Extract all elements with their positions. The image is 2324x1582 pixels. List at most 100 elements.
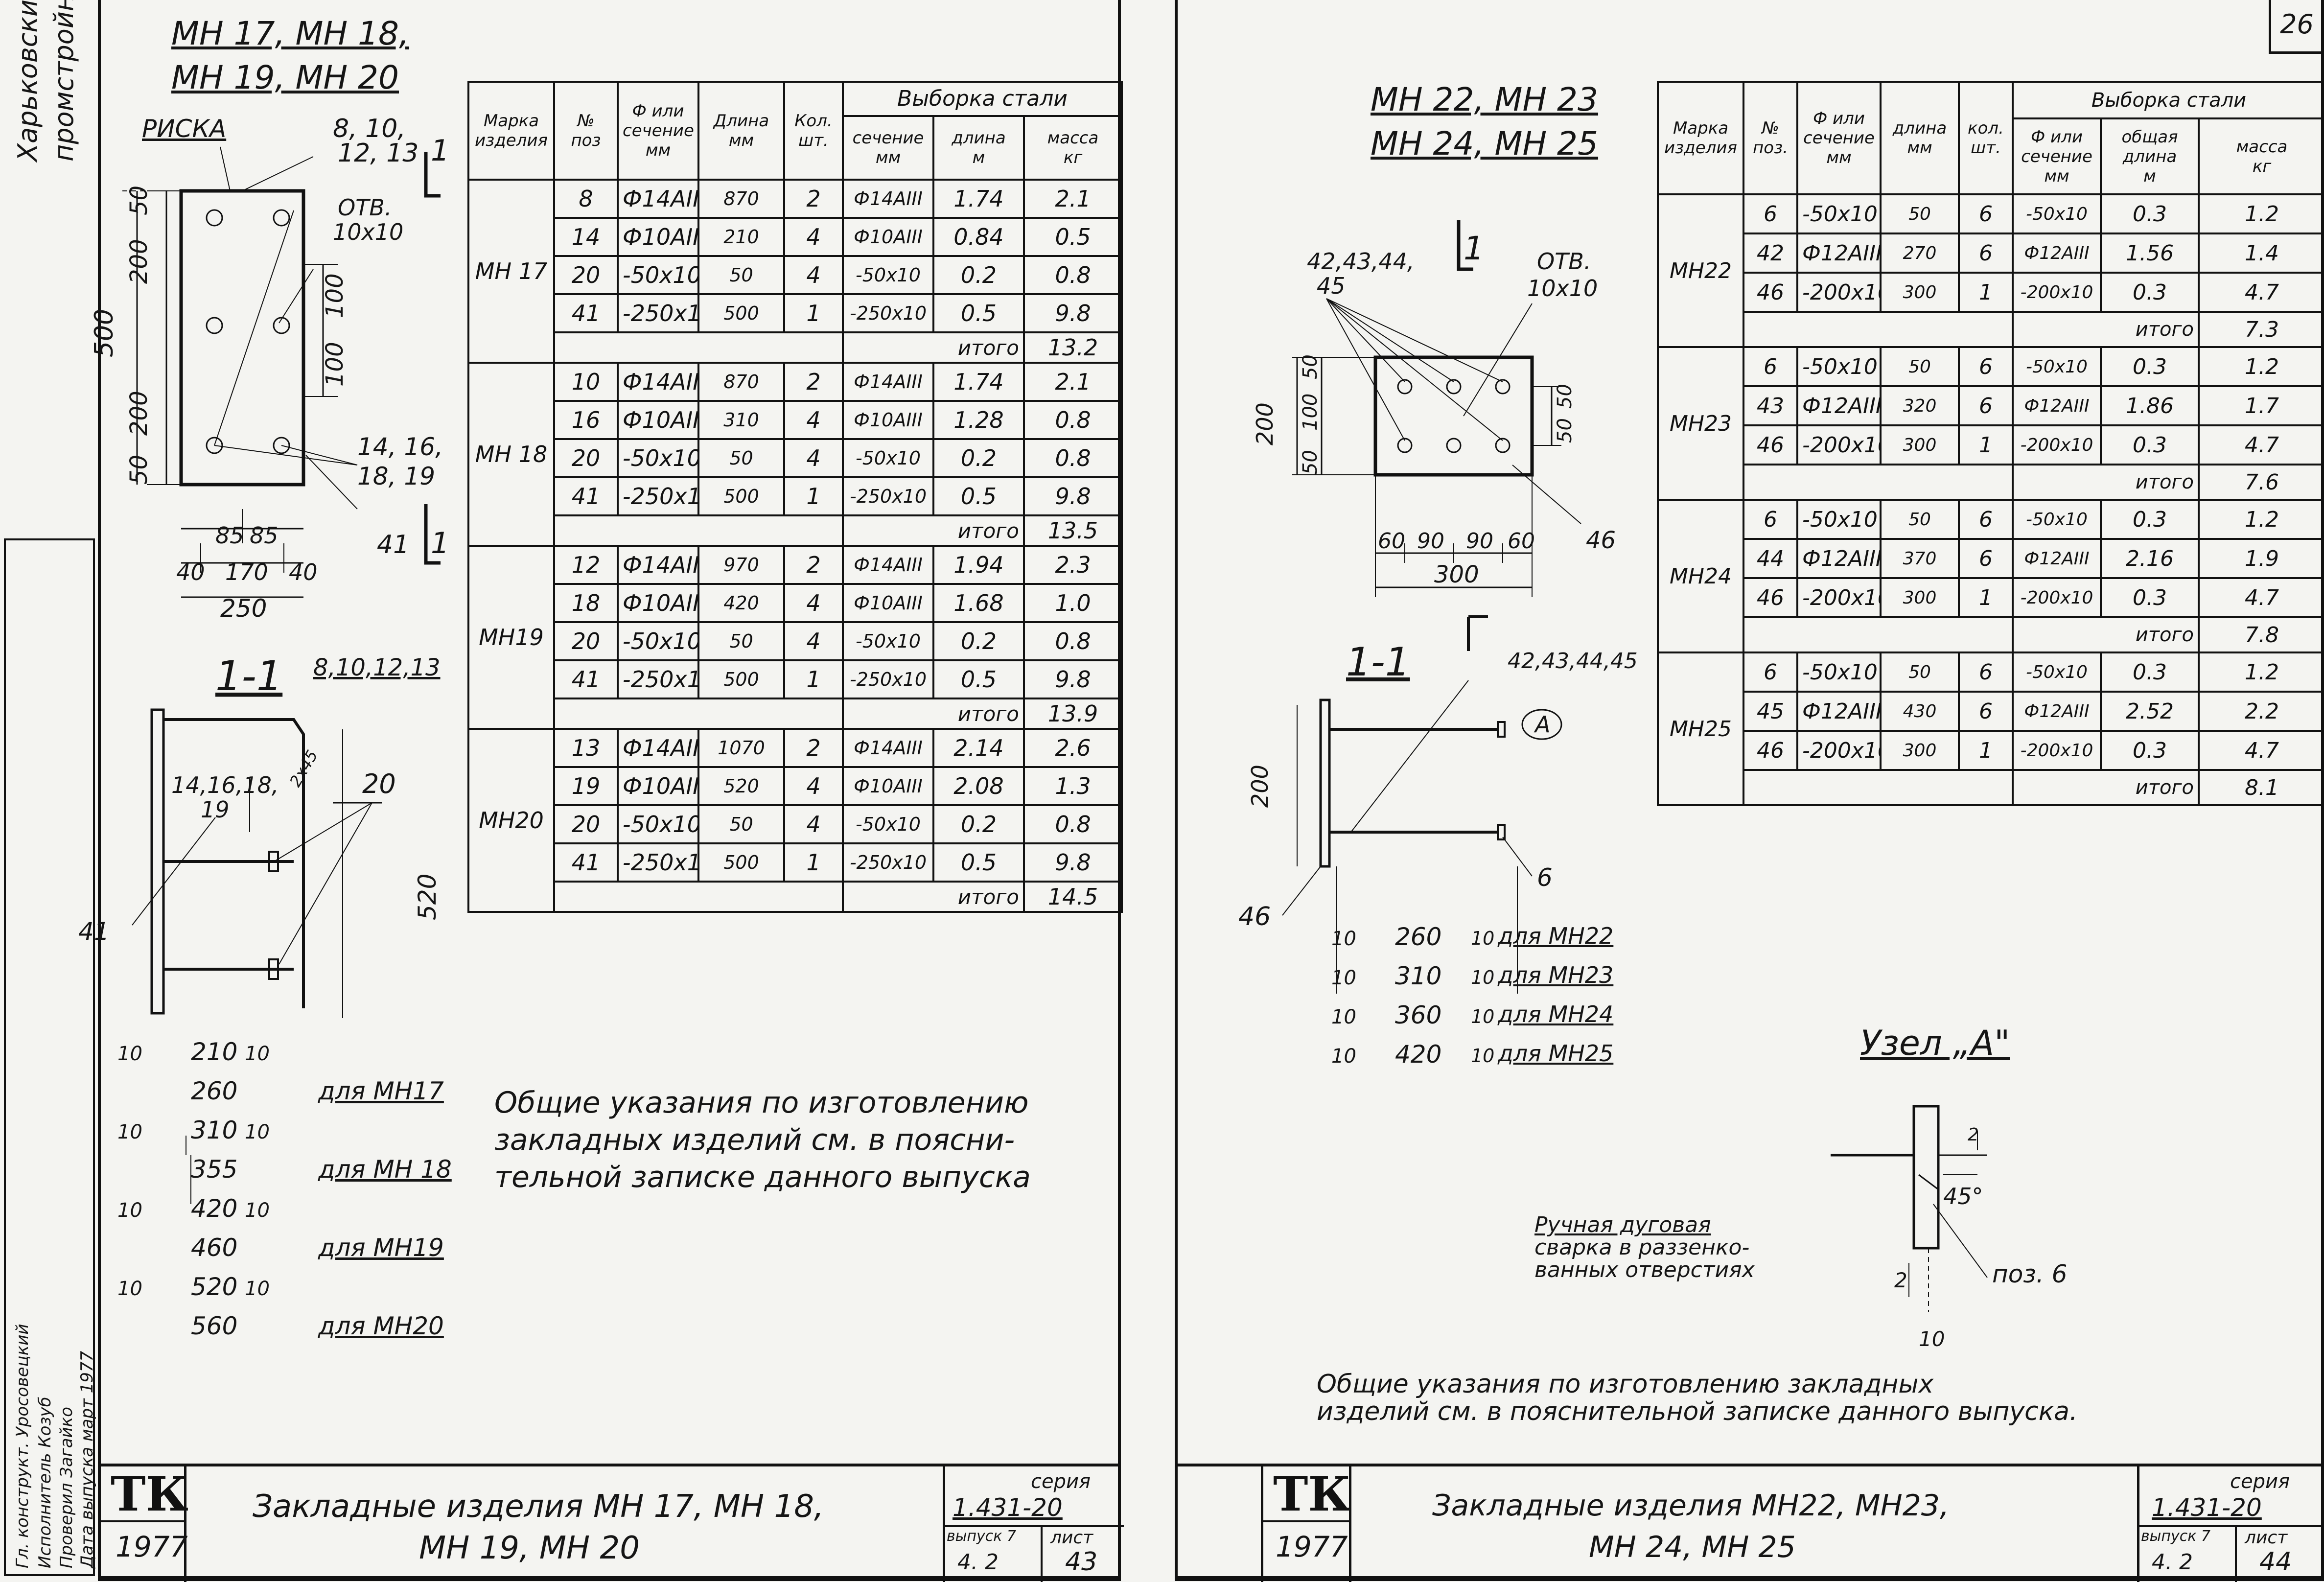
- stamp-role: Проверил: [57, 1483, 76, 1568]
- table-cell: 1: [1958, 577, 2014, 618]
- table-cell: 1.3: [1023, 766, 1123, 806]
- table-cell: 500: [697, 476, 785, 516]
- table-cell: 430: [1880, 691, 1960, 732]
- table-cell: -200x10: [2012, 577, 2102, 618]
- dim-label: 90: [1466, 529, 1493, 554]
- table-cell: 2: [783, 362, 844, 402]
- table-cell: 6: [1958, 499, 2014, 540]
- pos20-label: 20: [362, 768, 396, 799]
- length-value: 560: [191, 1312, 238, 1340]
- side-stamp-row: Гл. конструкт. Уросовецкий: [13, 1324, 32, 1568]
- section-mark: 1: [1464, 230, 1484, 267]
- tb-list: 44: [2259, 1547, 2292, 1577]
- table-cell: 42: [1743, 233, 1798, 274]
- table-cell: 300: [1880, 424, 1960, 465]
- stamp-name: март: [77, 1398, 97, 1442]
- callout-top-label: 8, 10,: [333, 114, 406, 143]
- table-cell: -250x10: [842, 659, 934, 699]
- length-gap: 10: [1471, 967, 1495, 988]
- table-cell: 20: [553, 621, 619, 661]
- table-cell: 1.28: [932, 400, 1025, 440]
- length-row: 10 210 10: [117, 1033, 480, 1077]
- blank-cell: [1743, 464, 2013, 501]
- dim-label: 50: [125, 186, 153, 215]
- table-cell: 43: [1743, 385, 1798, 426]
- table-cell: 0.8: [1023, 255, 1123, 295]
- table-cell: 4.7: [2197, 424, 2324, 465]
- table-cell: 50: [697, 438, 785, 478]
- table-cell: 0.5: [932, 293, 1025, 333]
- table-cell: -200x10: [2012, 272, 2102, 313]
- total-cell: 8.1: [2197, 769, 2324, 806]
- page-title: МН 19, МН 20: [171, 59, 399, 96]
- length-row: 10 520 10: [117, 1268, 480, 1312]
- table-cell: 6: [1958, 538, 2014, 579]
- total-cell: 13.5: [1023, 514, 1123, 547]
- dim-label: 100: [1299, 394, 1322, 431]
- table-cell: 4: [783, 255, 844, 295]
- table-cell: Ф12АIII: [1796, 233, 1882, 274]
- tb-title: МН 19, МН 20: [419, 1530, 640, 1566]
- note-line: тельной записке данного выпуска: [494, 1160, 1031, 1194]
- table-cell: 2: [783, 545, 844, 585]
- table-cell: Ф10АIII: [842, 766, 934, 806]
- table-cell: 4.7: [2197, 272, 2324, 313]
- table-cell: 50: [697, 255, 785, 295]
- table-cell: -50x10: [1796, 193, 1882, 234]
- table-cell: -50x10: [842, 255, 934, 295]
- table-cell: -200x10: [2012, 424, 2102, 465]
- callout-right-label: 14, 16,: [357, 433, 443, 461]
- table-cell: 4.7: [2197, 730, 2324, 771]
- side-stamp-row: Дата выпуска март 1977: [77, 1351, 97, 1568]
- length-gap: 10: [245, 1278, 270, 1300]
- length-row: 10 360 10 для МН24: [1331, 999, 1674, 1038]
- tb-list: 43: [1065, 1547, 1098, 1577]
- table-cell: 1.2: [2197, 499, 2324, 540]
- table-cell: -50x10: [1796, 651, 1882, 693]
- note-line: изделий см. в пояснительной записке данн…: [1317, 1397, 2078, 1426]
- mark-cell: МН20: [467, 728, 555, 913]
- table-cell: 50: [697, 621, 785, 661]
- itogo-label: итого: [2012, 464, 2200, 501]
- table-cell: 1.56: [2100, 233, 2200, 274]
- tb-seria: 1.431-20: [953, 1493, 1063, 1522]
- side-org: Харьковский промстройниипроект: [10, 0, 82, 162]
- tb-year: 1977: [1276, 1530, 1348, 1563]
- table-cell: 0.5: [932, 476, 1025, 516]
- length-value: 460: [191, 1233, 238, 1262]
- riska-label: РИСКА: [142, 115, 226, 143]
- pos6-label: поз. 6: [1992, 1260, 2067, 1288]
- table-cell: -50x10: [842, 621, 934, 661]
- side-stamp: Гл. конструкт. Уросовецкий Исполнитель К…: [4, 538, 97, 1576]
- length-value: 360: [1395, 1001, 1442, 1029]
- table-cell: -250x10: [617, 476, 699, 516]
- page-title: МН 24, МН 25: [1371, 125, 1599, 163]
- table-cell: 1: [783, 293, 844, 333]
- table-cell: 1.68: [932, 583, 1025, 623]
- table-cell: -200x10: [1796, 577, 1882, 618]
- side-org-line: Харьковский: [12, 0, 43, 162]
- table-cell: 1: [783, 842, 844, 883]
- table-cell: -250x10: [842, 476, 934, 516]
- length-value: 420: [1395, 1040, 1442, 1069]
- total-cell: 13.9: [1023, 698, 1123, 730]
- pos41-label: 41: [377, 530, 409, 559]
- table-cell: 0.8: [1023, 438, 1123, 478]
- section-mark: 1: [431, 134, 449, 168]
- tb-title: Закладные изделия МН 17, МН 18,: [253, 1489, 824, 1525]
- weld-note: Ручная дуговая сварка в раззенко- ванных…: [1534, 1214, 1755, 1281]
- table-cell: 300: [1880, 730, 1960, 771]
- section-pos-label: 8,10,12,13: [313, 654, 441, 681]
